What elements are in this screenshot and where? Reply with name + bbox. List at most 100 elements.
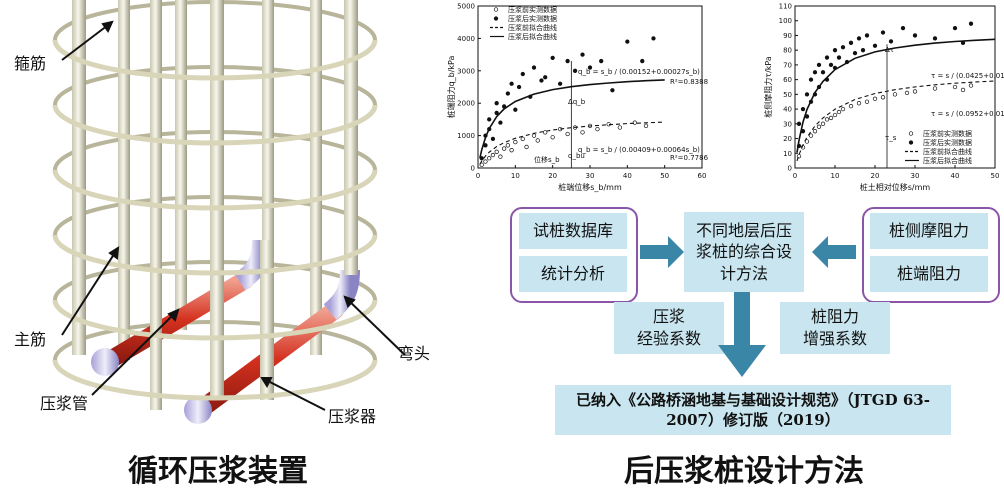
x-tick-label: 50 (991, 172, 1000, 180)
x-tick-label: 40 (623, 172, 632, 180)
data-point (487, 117, 492, 122)
legend-label: 压浆后实测数据 (508, 14, 557, 23)
data-point (836, 109, 842, 115)
data-point (856, 36, 862, 41)
data-point (892, 92, 898, 97)
box-grout-coefficient: 压浆 经验系数 (614, 302, 724, 354)
legend-marker (908, 131, 914, 136)
legend-marker (908, 140, 914, 145)
data-point (880, 95, 886, 100)
legend-label: 压浆后拟合曲线 (508, 32, 557, 41)
annotation-eq_before: q_b = s_b / (0.00409+0.00064s_b) (578, 146, 700, 154)
data-point (804, 92, 810, 97)
data-point (543, 75, 548, 80)
plot-frame (794, 5, 996, 169)
data-point (520, 71, 525, 77)
data-point (812, 70, 818, 75)
data-point (494, 101, 499, 106)
y-tick-label: 100 (779, 17, 792, 25)
x-tick-label: 30 (911, 172, 920, 180)
data-point (524, 144, 529, 150)
x-tick-label: 40 (951, 172, 960, 180)
data-point (860, 48, 866, 53)
y-tick-label: 10 (783, 150, 792, 158)
data-point (820, 121, 826, 126)
x-tick-label: 50 (660, 172, 669, 180)
legend-label: 压浆后实测数据 (923, 138, 972, 147)
data-point (550, 55, 555, 60)
center-line-3: 计方法 (719, 263, 768, 283)
data-point (840, 106, 846, 112)
data-point (880, 30, 886, 35)
data-point (509, 148, 514, 153)
box-result: 已纳入《公路桥涵地基与基础设计规范》（JTGD 63- 2007）修订版（201… (555, 385, 951, 435)
legend-label: 压浆前实测数据 (508, 5, 557, 14)
data-point (816, 62, 822, 68)
x-axis-label: 桩土相对位移s/mm (860, 182, 931, 192)
data-point (498, 154, 503, 159)
data-point (968, 83, 974, 88)
data-point (565, 58, 570, 64)
data-point (864, 33, 870, 38)
annotation-r2_before: R²=0.7786 (670, 154, 709, 162)
x-tick-label: 30 (586, 172, 595, 180)
data-point (543, 130, 548, 135)
label-grouter: 压浆器 (328, 407, 377, 426)
data-point (824, 117, 830, 122)
data-point (820, 70, 826, 75)
data-point (824, 55, 830, 60)
result-line-1: 已纳入《公路桥涵地基与基础设计规范》（JTGD 63- (576, 390, 930, 409)
legend-label: 压浆前拟合曲线 (508, 23, 557, 32)
y-tick-label: 5000 (457, 3, 475, 11)
data-point (539, 78, 544, 83)
label-stirrup: 箍筋 (14, 54, 47, 73)
data-point (828, 115, 834, 121)
y-axis-label: 桩侧摩阻力τ/kPa (763, 56, 773, 118)
arrow-down-icon (718, 292, 766, 377)
annotation-eq_after: q_b = s_b / (0.00152+0.00027s_b) (578, 68, 700, 76)
legend-label: 压浆前实测数据 (923, 129, 972, 138)
arrow-left-icon (812, 236, 856, 268)
data-point (587, 65, 593, 70)
data-point (960, 87, 966, 93)
annotation-eq_after: τ = s / (0.0425+0.0107s) (931, 72, 1004, 80)
data-point (494, 149, 499, 154)
x-tick-label: 10 (511, 172, 520, 180)
fit-curve (479, 121, 665, 165)
data-point (968, 21, 974, 26)
data-point (494, 110, 499, 116)
annotation-delta: Δq_b (568, 98, 586, 106)
data-point (557, 81, 563, 86)
y-tick-label: 90 (783, 32, 792, 40)
y-tick-label: 80 (783, 47, 792, 55)
annotation-r2_after: R²=0.8388 (670, 78, 708, 86)
data-point (516, 84, 522, 90)
label-grout-pipe: 压浆管 (40, 394, 89, 413)
arrow-right-icon (640, 236, 684, 268)
resistance-coef-line-1: 桩阻力 (810, 307, 859, 327)
x-tick-label: 20 (871, 172, 880, 180)
label-elbow: 弯头 (398, 344, 431, 363)
data-point (643, 123, 649, 129)
y-tick-label: 0 (788, 165, 792, 173)
data-point (531, 65, 537, 70)
data-point (808, 77, 814, 82)
data-point (487, 156, 492, 161)
data-point (808, 133, 814, 138)
y-axis-label: 桩端阻力q_b/kPa (446, 55, 456, 118)
data-point (501, 146, 507, 151)
result-line-2: 2007）修订版（2019） (666, 411, 840, 429)
data-point (509, 81, 514, 86)
box-center-method: 不同地层后压 浆桩的综合设 计方法 (684, 212, 804, 292)
data-point (599, 58, 604, 64)
data-point (912, 33, 918, 38)
data-point (580, 130, 585, 135)
data-point (580, 52, 585, 57)
data-point (816, 124, 822, 129)
data-point (856, 101, 862, 106)
data-point (848, 40, 854, 45)
data-point (490, 136, 496, 141)
